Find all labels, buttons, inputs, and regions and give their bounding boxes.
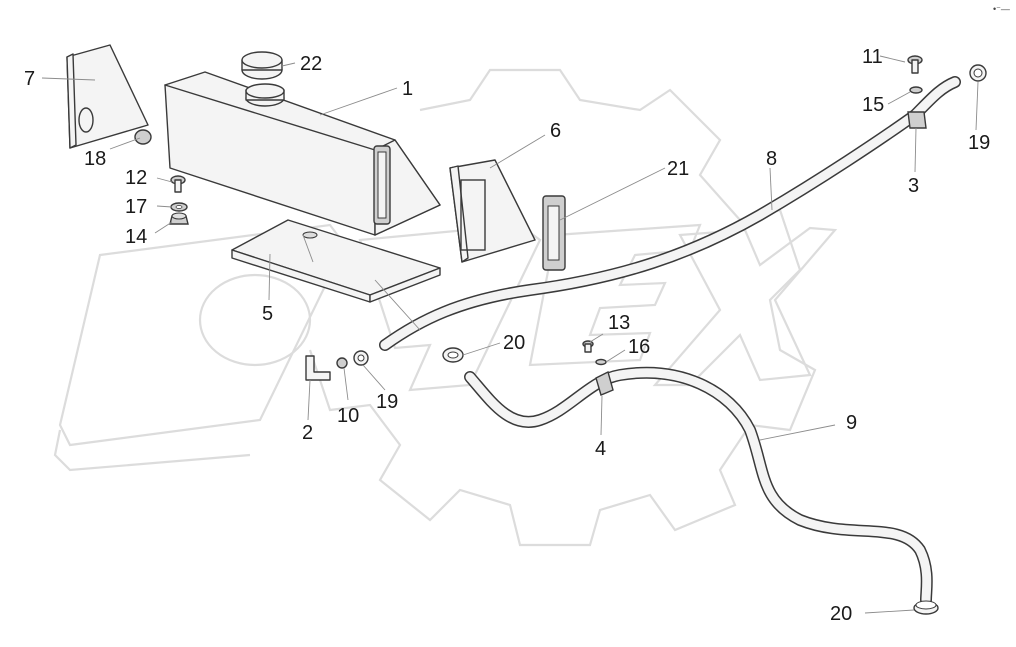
label-5: 5 [262,303,273,325]
label-16: 16 [628,336,650,358]
label-15: 15 [862,94,884,116]
part-22-cap [241,51,283,80]
part-9-hose [464,366,933,606]
part-7-bracket [66,44,149,149]
label-19-mid: 19 [376,391,398,413]
part-21-sight-gauge [542,195,566,271]
label-20-bottom: 20 [830,603,852,625]
part-11-bolt [907,55,923,74]
part-19-clip-top [969,64,987,82]
part-6-guard [449,159,536,263]
label-7: 7 [24,68,35,90]
part-16-washer [595,358,607,366]
part-20-clip-mid [442,347,464,363]
part-4-clamp [595,370,614,396]
part-3-clamp [907,111,927,129]
label-8: 8 [766,148,777,170]
label-3: 3 [908,175,919,197]
label-1: 1 [402,78,413,100]
label-13: 13 [608,312,630,334]
label-4: 4 [595,438,606,460]
label-6: 6 [550,120,561,142]
part-1-tank [164,71,441,236]
part-18-plug [134,129,152,145]
label-21: 21 [667,158,689,180]
corner-mark: •⁻— [993,4,1010,14]
part-2-elbow [305,355,331,381]
part-20-clip-bottom [913,600,939,615]
label-9: 9 [846,412,857,434]
label-22: 22 [300,53,322,75]
label-14: 14 [125,226,147,248]
label-17: 17 [125,196,147,218]
label-10: 10 [337,405,359,427]
label-11: 11 [862,46,883,68]
part-14-nut [169,212,189,225]
label-18: 18 [84,148,106,170]
part-12-bolt [170,175,186,193]
part-labels: 7 22 1 18 12 17 14 5 6 21 8 11 15 19 3 1… [24,4,1010,625]
part-13-bolt [582,340,594,353]
label-19-top: 19 [968,132,990,154]
label-2: 2 [302,422,313,444]
label-20-mid: 20 [503,332,525,354]
part-19-clip-mid [353,350,369,366]
part-15-washer [909,86,923,94]
part-10-nut [336,357,348,369]
leader-lines [41,55,979,614]
label-12: 12 [125,167,147,189]
part-17-washer [170,202,188,212]
